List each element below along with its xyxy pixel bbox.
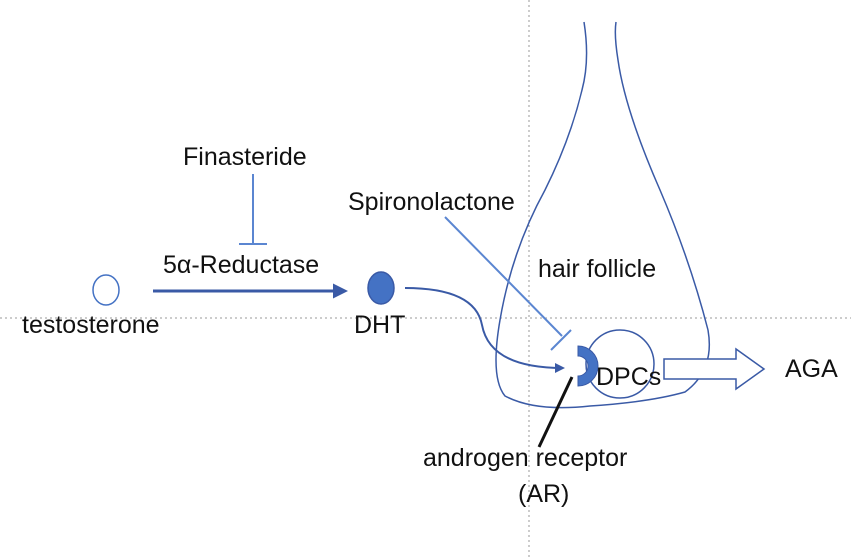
receptor-pointer-line [537,376,574,448]
hair-follicle-label: hair follicle [538,255,656,283]
spironolactone-label: Spironolactone [348,188,515,216]
aga-block-arrow [663,347,766,391]
dht-circle [367,271,395,305]
aga-label: AGA [785,355,838,383]
finasteride-label: Finasteride [183,143,307,171]
dht-to-receptor-arrow [404,287,565,373]
androgen-receptor-label: androgen receptor [423,444,627,472]
dht-label: DHT [354,311,405,339]
testosterone-label: testosterone [22,311,160,339]
dpcs-circle [585,329,655,399]
reductase-label: 5α-Reductase [163,251,319,279]
androgen-receptor-abbrev-label: (AR) [518,480,569,508]
androgen-receptor-shape [577,345,599,387]
spironolactone-inhibitor-line [444,216,563,337]
hair-follicle-outline [495,21,711,409]
testosterone-circle [92,274,120,306]
spironolactone-inhibitor-bar [550,329,572,351]
dpcs-label: DPCs [596,363,661,391]
